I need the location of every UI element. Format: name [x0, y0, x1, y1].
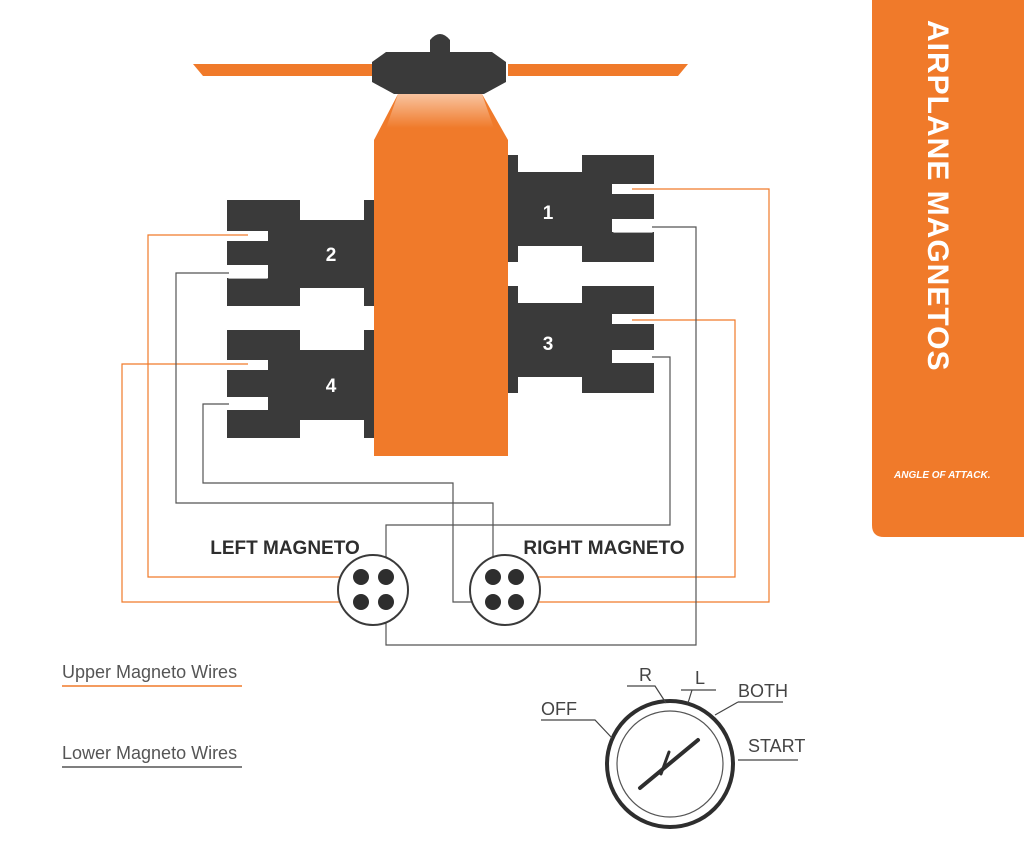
lower-wires [175, 226, 697, 646]
left-magneto: LEFT MAGNETO [210, 538, 409, 626]
logo: ANGLE OF ATTACK. [893, 470, 990, 481]
propeller [193, 34, 688, 94]
left-magneto-label: LEFT MAGNETO [210, 538, 360, 559]
title-banner: AIRPLANE MAGNETOS ANGLE OF ATTACK. [872, 0, 1024, 537]
cylinder-2: 2 [227, 200, 374, 306]
propeller-blade-left [193, 64, 380, 76]
wire-lower-cyl1 [385, 226, 697, 646]
wire-upper-cyl1 [516, 188, 770, 603]
cylinder-number-1: 1 [543, 203, 554, 224]
legend-lower-label: Lower Magneto Wires [62, 743, 237, 763]
page-title: AIRPLANE MAGNETOS [921, 20, 954, 371]
wire-upper-cyl4 [121, 363, 361, 603]
wire-upper-cyl2 [147, 234, 361, 578]
cylinder-number-3: 3 [543, 334, 554, 355]
right-magneto: RIGHT MAGNETO [469, 538, 685, 626]
right-magneto-label: RIGHT MAGNETO [523, 538, 684, 559]
spinner-hub [372, 52, 506, 94]
spinner-nose [430, 34, 450, 54]
switch-label-both: BOTH [738, 681, 788, 701]
ignition-switch: OFF R L BOTH START [541, 665, 805, 829]
engine-block [374, 94, 508, 456]
cylinder-number-4: 4 [326, 376, 337, 397]
cylinder-3: 3 [508, 286, 654, 393]
switch-label-r: R [639, 665, 652, 685]
wire-lower-cyl3 [385, 356, 671, 577]
switch-label-off: OFF [541, 699, 577, 719]
wire-lower-cyl4 [202, 403, 493, 603]
wire-upper-cyl3 [516, 319, 736, 578]
cylinder-number-2: 2 [326, 245, 337, 266]
upper-wires [121, 188, 770, 603]
cylinder-1: 1 [508, 155, 654, 262]
propeller-blade-right [508, 64, 688, 76]
wire-lower-cyl2 [175, 272, 494, 577]
switch-label-l: L [695, 668, 705, 688]
switch-key [638, 738, 700, 790]
legend: Upper Magneto Wires Lower Magneto Wires [62, 662, 242, 768]
cylinder-4: 4 [227, 330, 374, 438]
legend-upper-label: Upper Magneto Wires [62, 662, 237, 682]
switch-label-start: START [748, 736, 805, 756]
